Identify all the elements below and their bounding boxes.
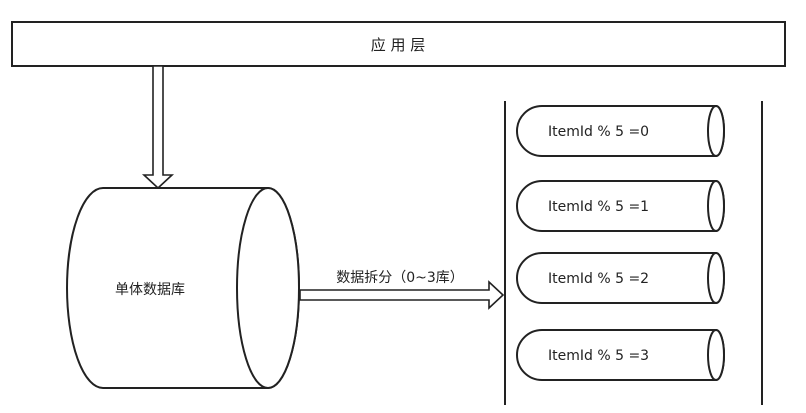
shard-label: ItemId % 5 =2	[548, 271, 649, 287]
shard-label: ItemId % 5 =0	[548, 124, 649, 140]
shard-cylinder: ItemId % 5 =1	[516, 180, 725, 232]
shard-cylinder: ItemId % 5 =0	[516, 105, 725, 157]
split-arrow: 数据拆分（0~3库）	[299, 270, 505, 310]
shard-label: ItemId % 5 =3	[548, 348, 649, 364]
split-arrow-label: 数据拆分（0~3库）	[336, 270, 464, 286]
single-db-cylinder: 单体数据库	[66, 187, 300, 389]
shard-label: ItemId % 5 =1	[548, 199, 649, 215]
single-db-label: 单体数据库	[115, 282, 185, 298]
shard-cylinder: ItemId % 5 =3	[516, 329, 725, 381]
down-arrow	[141, 65, 175, 190]
app-layer-label: 应 用 层	[371, 36, 426, 54]
app-layer-box: 应 用 层	[11, 21, 786, 67]
shard-cylinder: ItemId % 5 =2	[516, 252, 725, 304]
